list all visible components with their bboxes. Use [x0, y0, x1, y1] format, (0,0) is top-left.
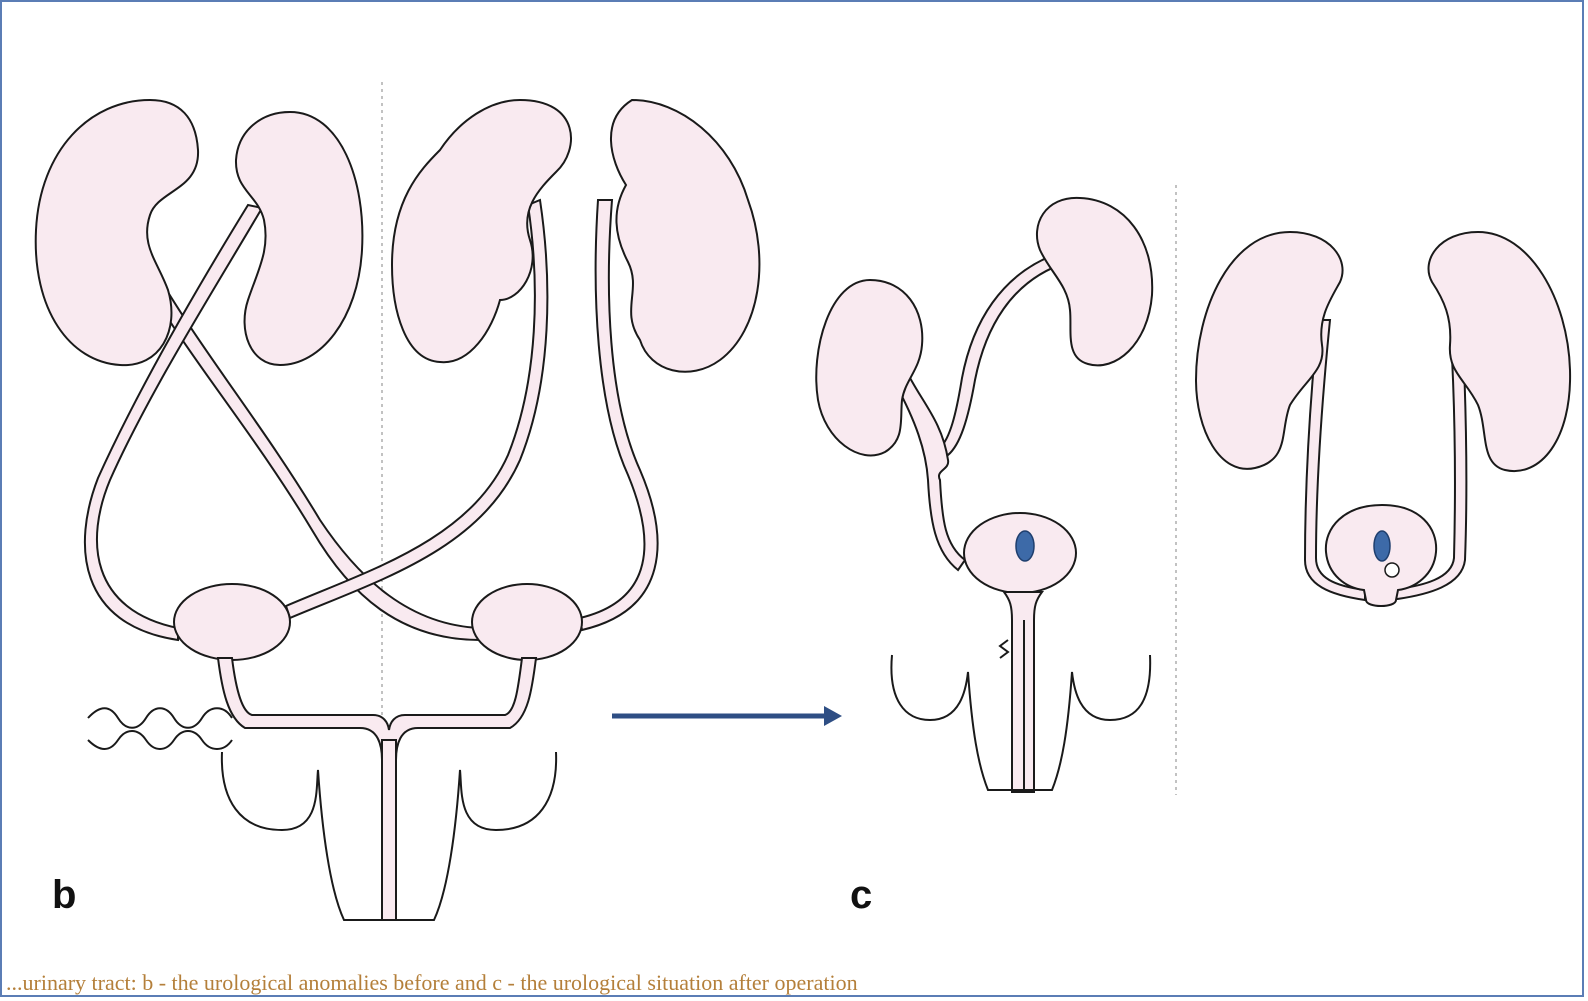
transition-arrow — [612, 706, 842, 726]
figure-caption-fragment: ...urinary tract: b - the urological ano… — [0, 968, 1280, 998]
kidney-b-left-inner — [236, 112, 362, 365]
ureter-c-lower — [896, 370, 965, 570]
kidney-c-upper — [1037, 198, 1152, 365]
incision-mark — [1000, 640, 1008, 658]
kidney-c-right-right — [1429, 232, 1571, 471]
bladder-b-right — [472, 584, 582, 660]
ureter-c-upper — [940, 252, 1068, 455]
ureteral-orifice — [1385, 563, 1399, 577]
panel-b — [36, 82, 760, 920]
urethra-b — [382, 740, 396, 920]
bladder-marker-c-right — [1374, 531, 1390, 561]
panel-b-label: b — [52, 873, 76, 918]
bladder-b-left — [174, 584, 290, 660]
kidney-b-right-outer — [611, 100, 759, 372]
urethral-channels-b — [218, 658, 536, 760]
panel-c-label: c — [850, 873, 872, 918]
panel-c — [816, 185, 1570, 795]
bladder-marker-c — [1016, 531, 1034, 561]
kidney-c-left — [816, 280, 922, 455]
seminal-loops — [88, 708, 232, 749]
